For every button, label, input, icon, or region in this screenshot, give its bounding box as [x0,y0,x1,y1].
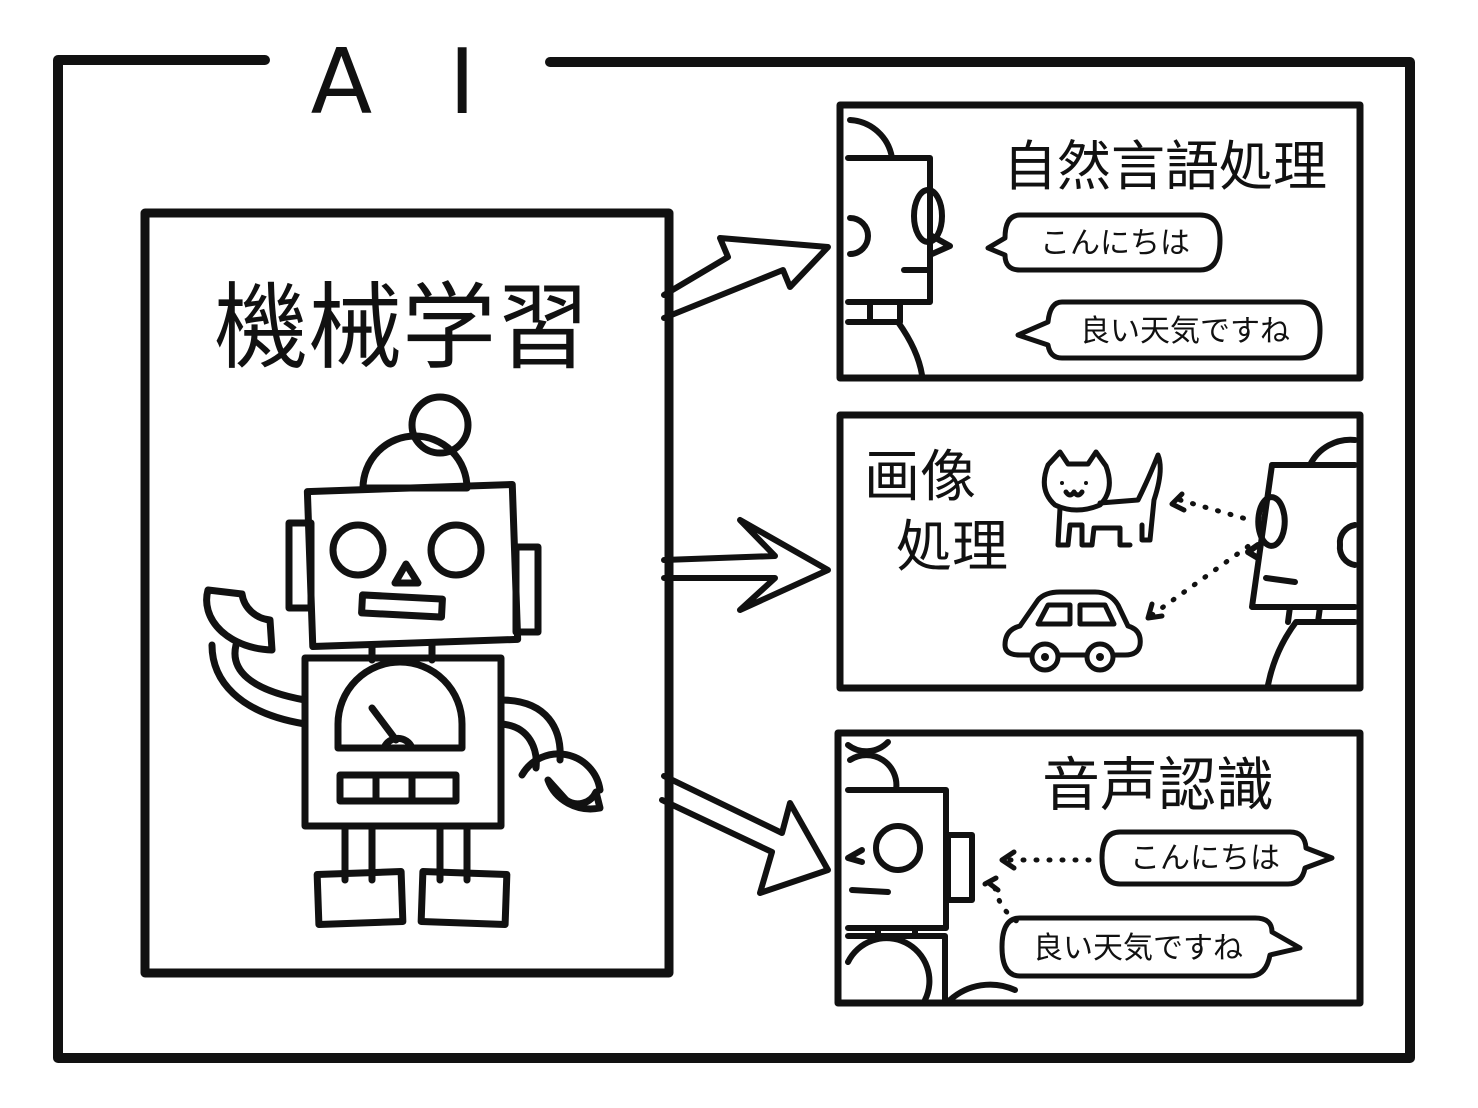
nlp-bubble-2 [1015,299,1323,361]
machine-learning-box [140,208,674,978]
speech-label: 音声認識 [1042,751,1274,819]
nlp-label: 自然言語処理 [1003,135,1327,198]
speech-bubble-1-text: こんにちは [1130,841,1280,876]
nlp-bubble-1 [985,212,1223,273]
ai-title: A I [311,30,500,135]
panel-nlp [836,101,1364,382]
dotted-sight-lines-image [1145,491,1253,621]
speech-bubbles [999,829,1335,979]
arrow-to-speech [659,773,831,896]
speech-bubble-2 [999,915,1303,979]
speech-bubble-1 [1099,829,1335,887]
image-label-line-2: 処理 [896,515,1008,580]
arrow-to-nlp [661,235,831,321]
image-label-line-1: 画像 [864,445,976,510]
nlp-bubble-2-text: 良い天気ですね [1080,314,1290,349]
machine-learning-label: 機械学習 [214,274,590,383]
robot-head-speech [845,739,1018,1003]
robot-head-nlp [845,117,953,378]
arrow-to-image [661,517,831,613]
nlp-bubble-1-text: こんにちは [1040,226,1190,261]
cat-icon [1041,449,1163,548]
nlp-bubbles [985,212,1323,361]
robot-head-image [1245,436,1358,688]
dotted-sound-lines-speech [982,849,1101,925]
speech-bubble-2-text: 良い天気ですね [1033,931,1243,966]
ai-outer-frame [53,55,1415,1063]
panel-image [836,411,1364,692]
robot-main [203,393,604,928]
car-icon [1002,589,1143,673]
panel-speech [834,729,1364,1007]
